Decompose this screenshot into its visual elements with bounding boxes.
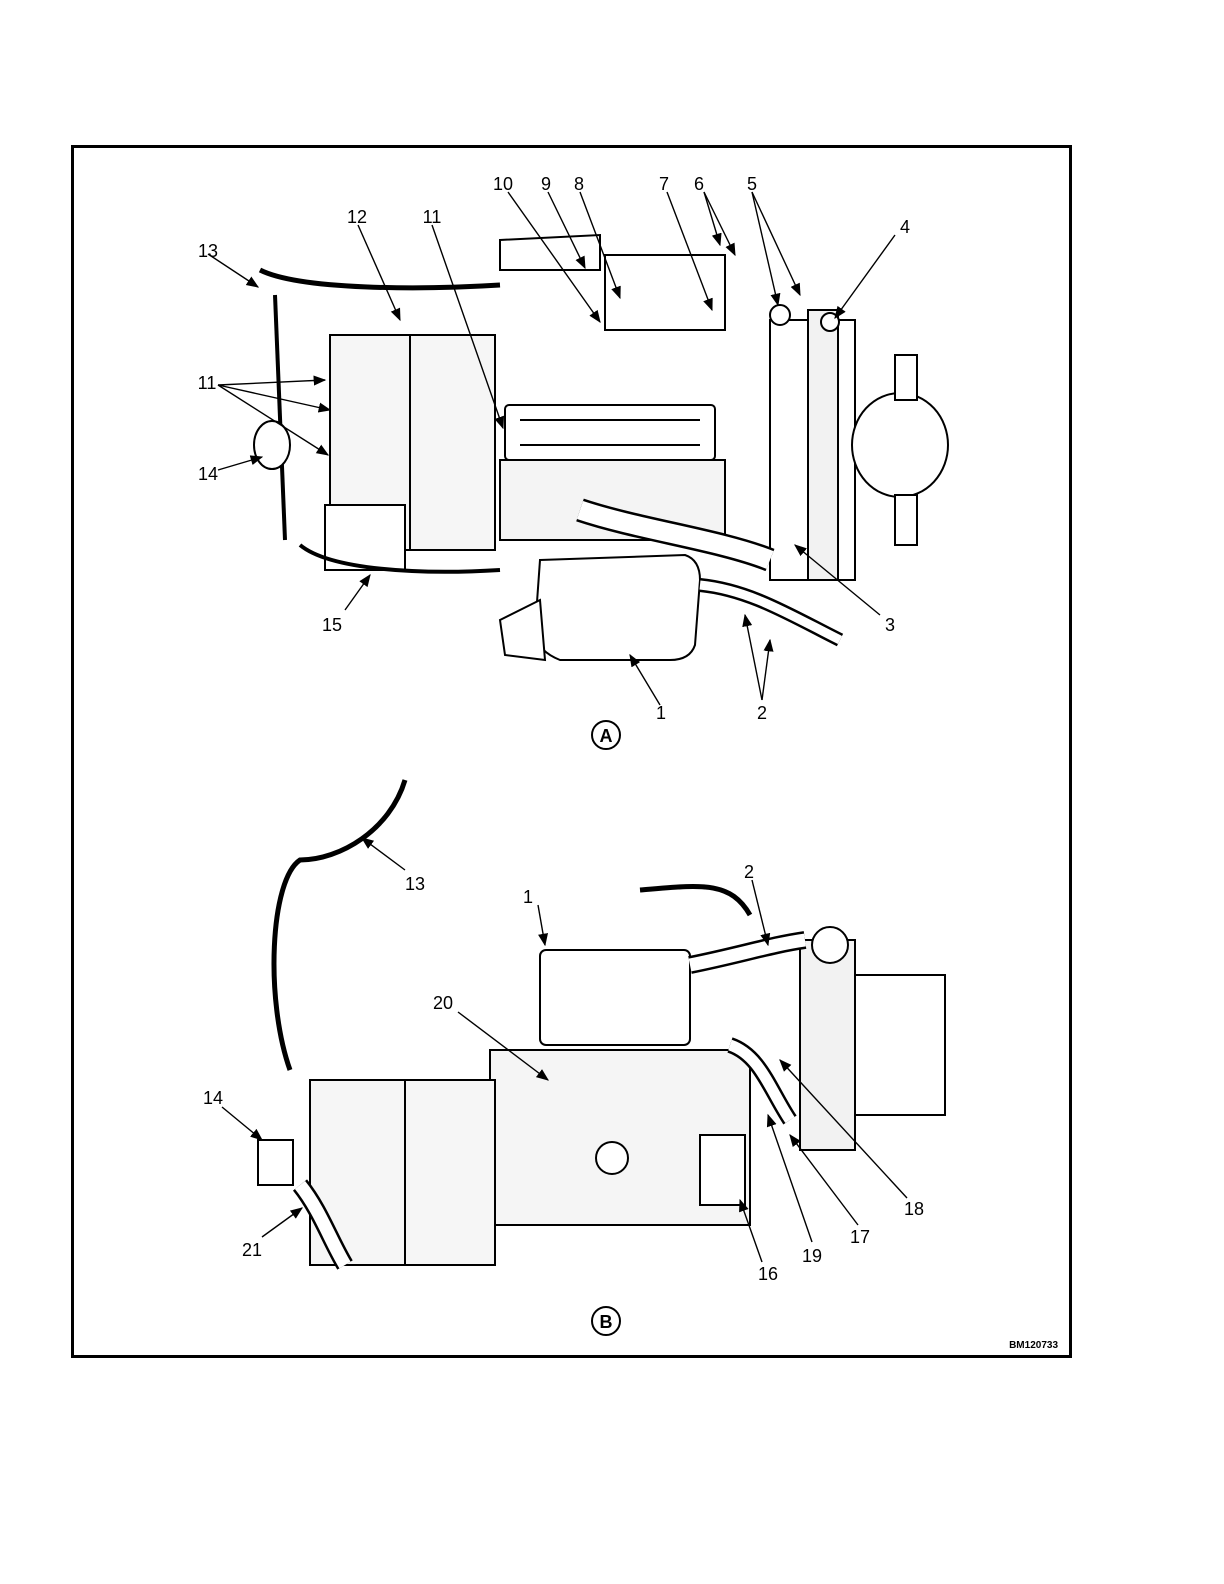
ecu-module — [700, 1135, 745, 1205]
callout-a-9: 9 — [541, 174, 551, 194]
callout-a-12: 12 — [347, 207, 367, 227]
callout-a-11-left: 11 — [198, 373, 217, 393]
callout-a-5: 5 — [747, 174, 757, 194]
callout-b-2: 2 — [744, 862, 754, 882]
callout-b-18: 18 — [904, 1199, 924, 1219]
coolant-tank-side — [540, 950, 690, 1045]
view-label-b: B — [592, 1307, 620, 1335]
callout-a-7: 7 — [659, 174, 669, 194]
air-cleaner-side — [855, 975, 945, 1115]
callout-a-2: 2 — [757, 703, 767, 723]
callout-b-1: 1 — [523, 887, 533, 907]
valve-cover — [505, 405, 715, 460]
view-b-drawing — [258, 780, 945, 1265]
callout-a-1: 1 — [656, 703, 666, 723]
callout-a-10: 10 — [493, 174, 513, 194]
callout-a-11-top: 11 — [423, 207, 442, 227]
view-label-a: A — [592, 721, 620, 749]
callout-b-17: 17 — [850, 1227, 870, 1247]
view-a-drawing — [254, 235, 948, 660]
svg-text:A: A — [600, 726, 613, 746]
callout-a-3: 3 — [885, 615, 895, 635]
callout-a-4: 4 — [900, 217, 910, 237]
callout-b-13: 13 — [405, 874, 425, 894]
callout-b-19: 19 — [802, 1246, 822, 1266]
coolant-tank — [535, 555, 700, 660]
callout-b-20: 20 — [433, 993, 453, 1013]
callout-b-21: 21 — [242, 1240, 262, 1260]
callout-a-13: 13 — [198, 241, 218, 261]
callout-a-15: 15 — [322, 615, 342, 635]
callout-a-8: 8 — [574, 174, 584, 194]
svg-text:B: B — [600, 1312, 613, 1332]
callout-b-16: 16 — [758, 1264, 778, 1284]
figure-reference-id: BM120733 — [1009, 1340, 1058, 1351]
air-duct — [852, 393, 948, 497]
callout-a-6: 6 — [694, 174, 704, 194]
callout-b-14: 14 — [203, 1088, 223, 1108]
callout-a-14: 14 — [198, 464, 218, 484]
